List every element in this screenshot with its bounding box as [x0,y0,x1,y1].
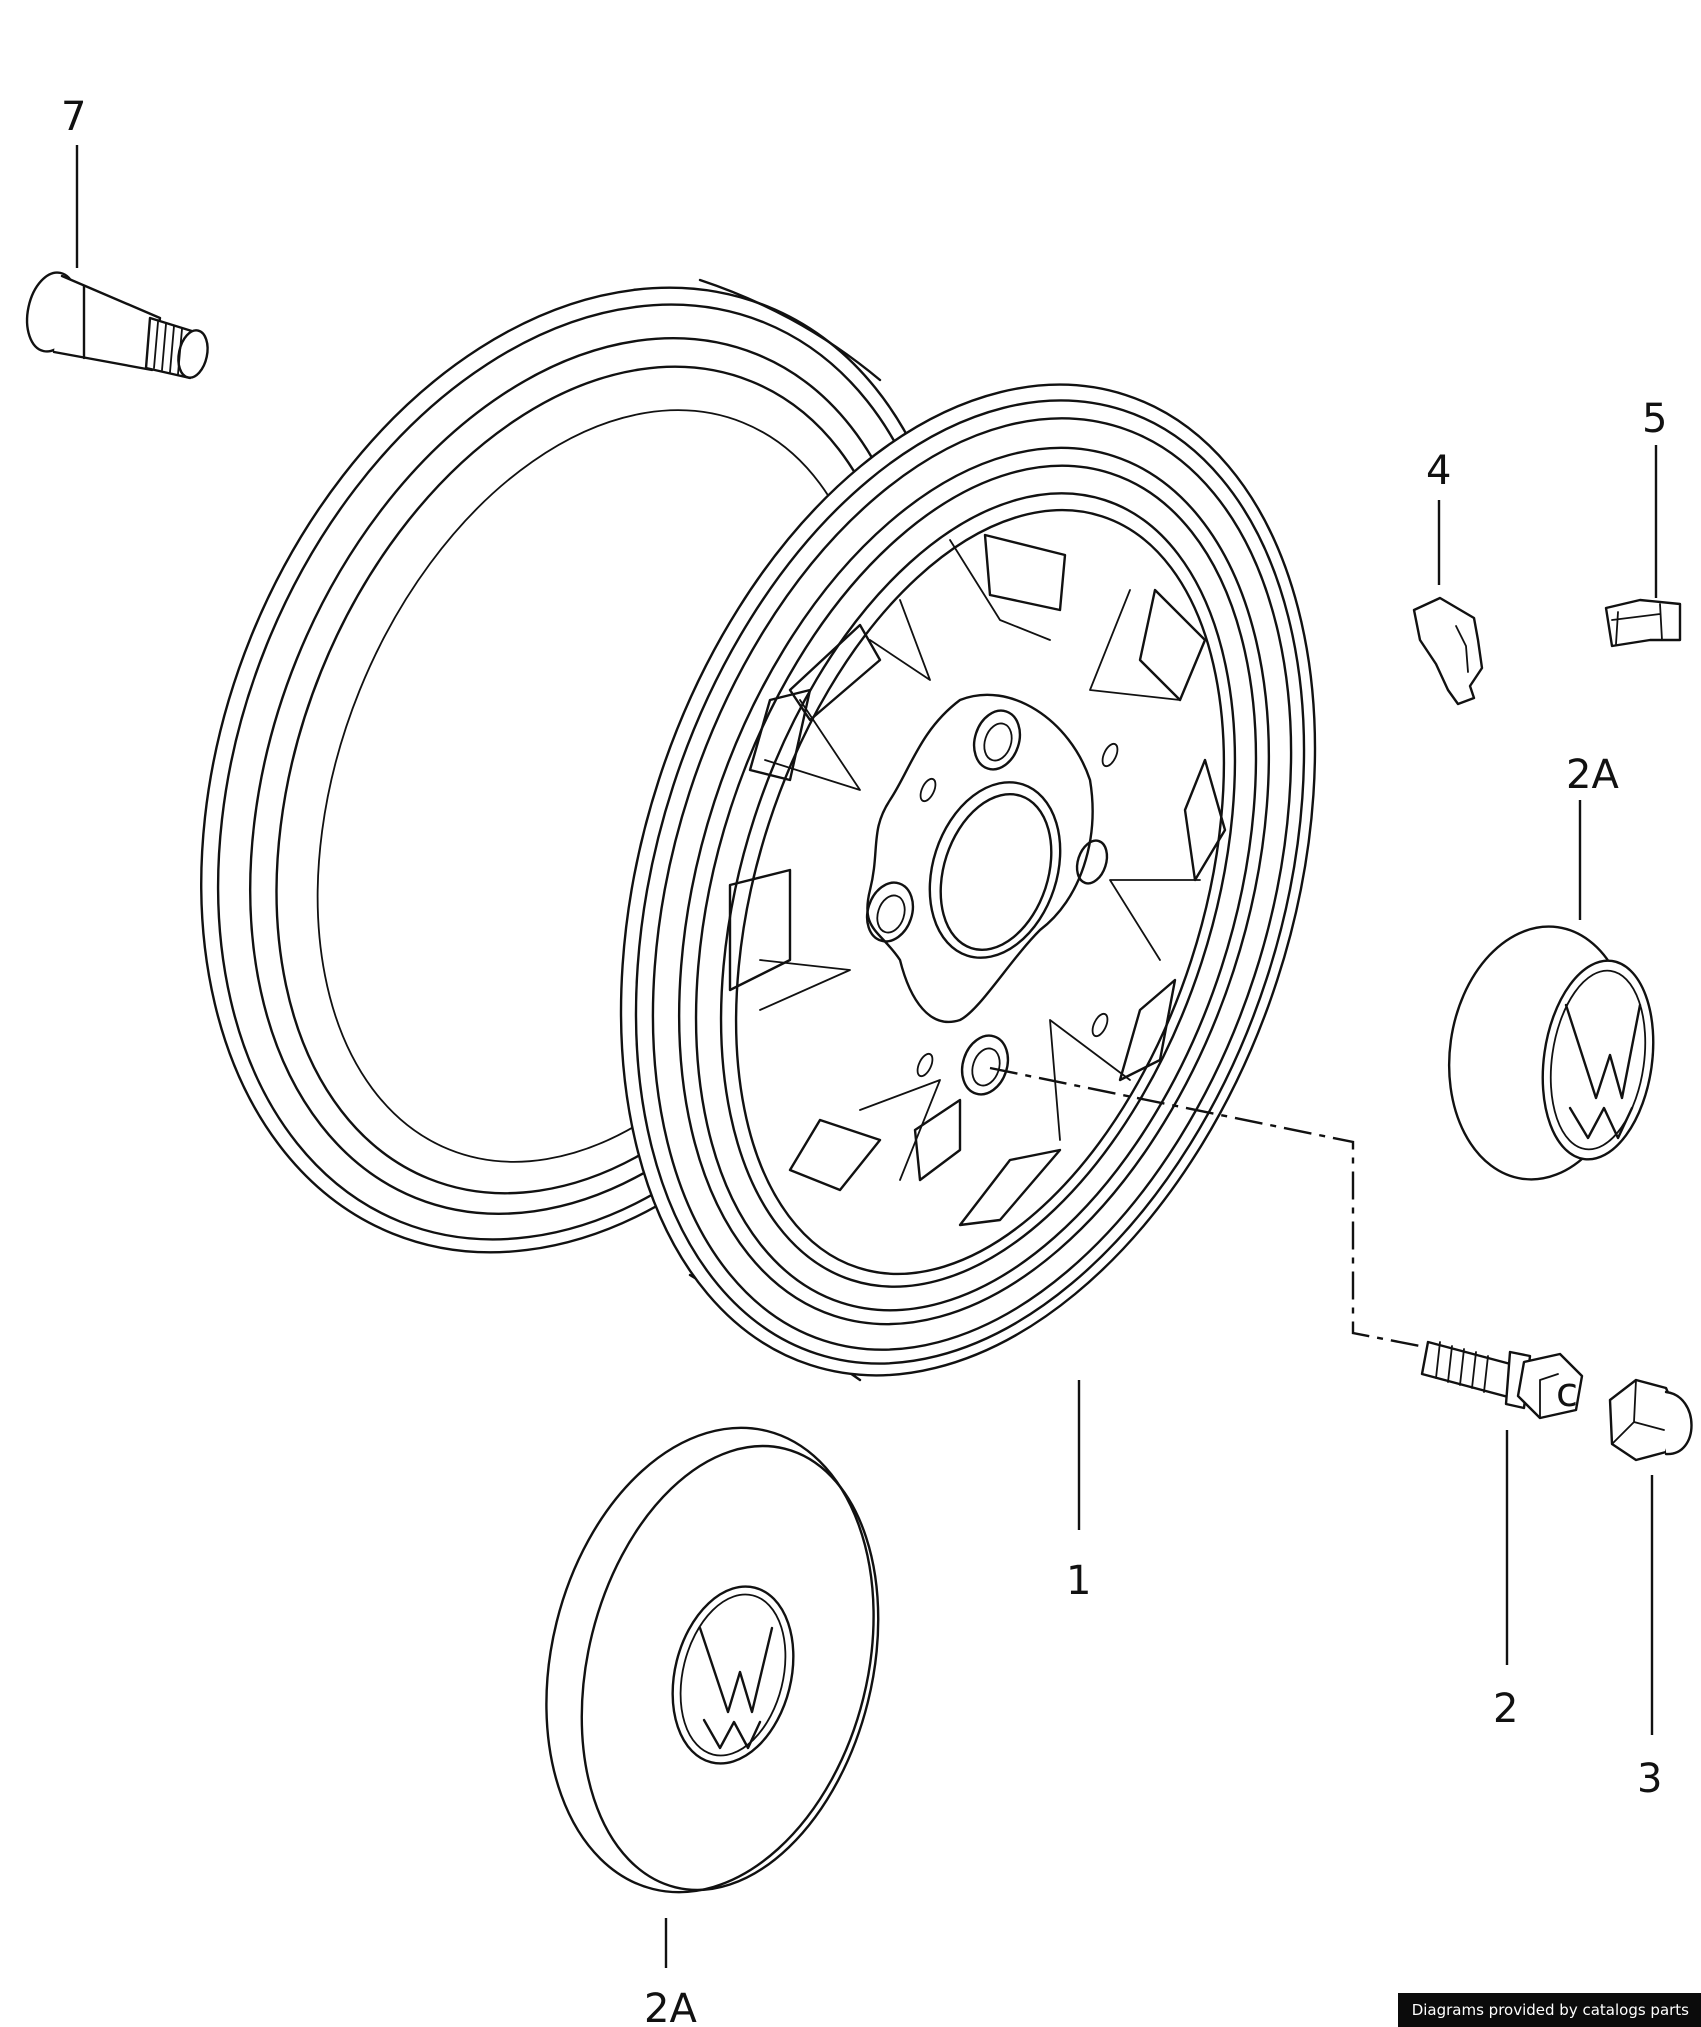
callout-2: 2 [1493,1686,1518,1732]
full-hub-cap-vw[interactable] [500,1393,923,1927]
wheel-spokes [759,539,1201,1181]
wheel-bolt[interactable]: c [1420,1340,1584,1420]
vw-logo-icon [1564,1003,1642,1140]
retaining-clip[interactable] [1604,598,1682,648]
callout-5: 4 [1426,448,1451,494]
balance-weight[interactable] [1412,596,1484,706]
credit-banner: Diagrams provided by catalogs parts [1397,1993,1701,2027]
wheel-rim[interactable] [64,173,1435,1465]
callouts: 7 4 5 2A 1 2 3 2A [61,94,1667,2027]
callout-2a: 2A [644,1986,697,2027]
callout-7: 7 [61,94,86,140]
lug-nut[interactable] [1608,1378,1693,1462]
callout-3: 2A [1566,752,1619,798]
leader-lines [75,145,1658,1968]
center-cap-vw[interactable] [1433,915,1665,1192]
wheel-stud[interactable] [20,268,211,381]
callout-6: 5 [1642,396,1667,442]
callout-4: 3 [1637,1756,1662,1802]
svg-text:c: c [1556,1370,1578,1416]
callout-1: 1 [1066,1558,1091,1604]
vw-logo-icon [698,1626,774,1750]
